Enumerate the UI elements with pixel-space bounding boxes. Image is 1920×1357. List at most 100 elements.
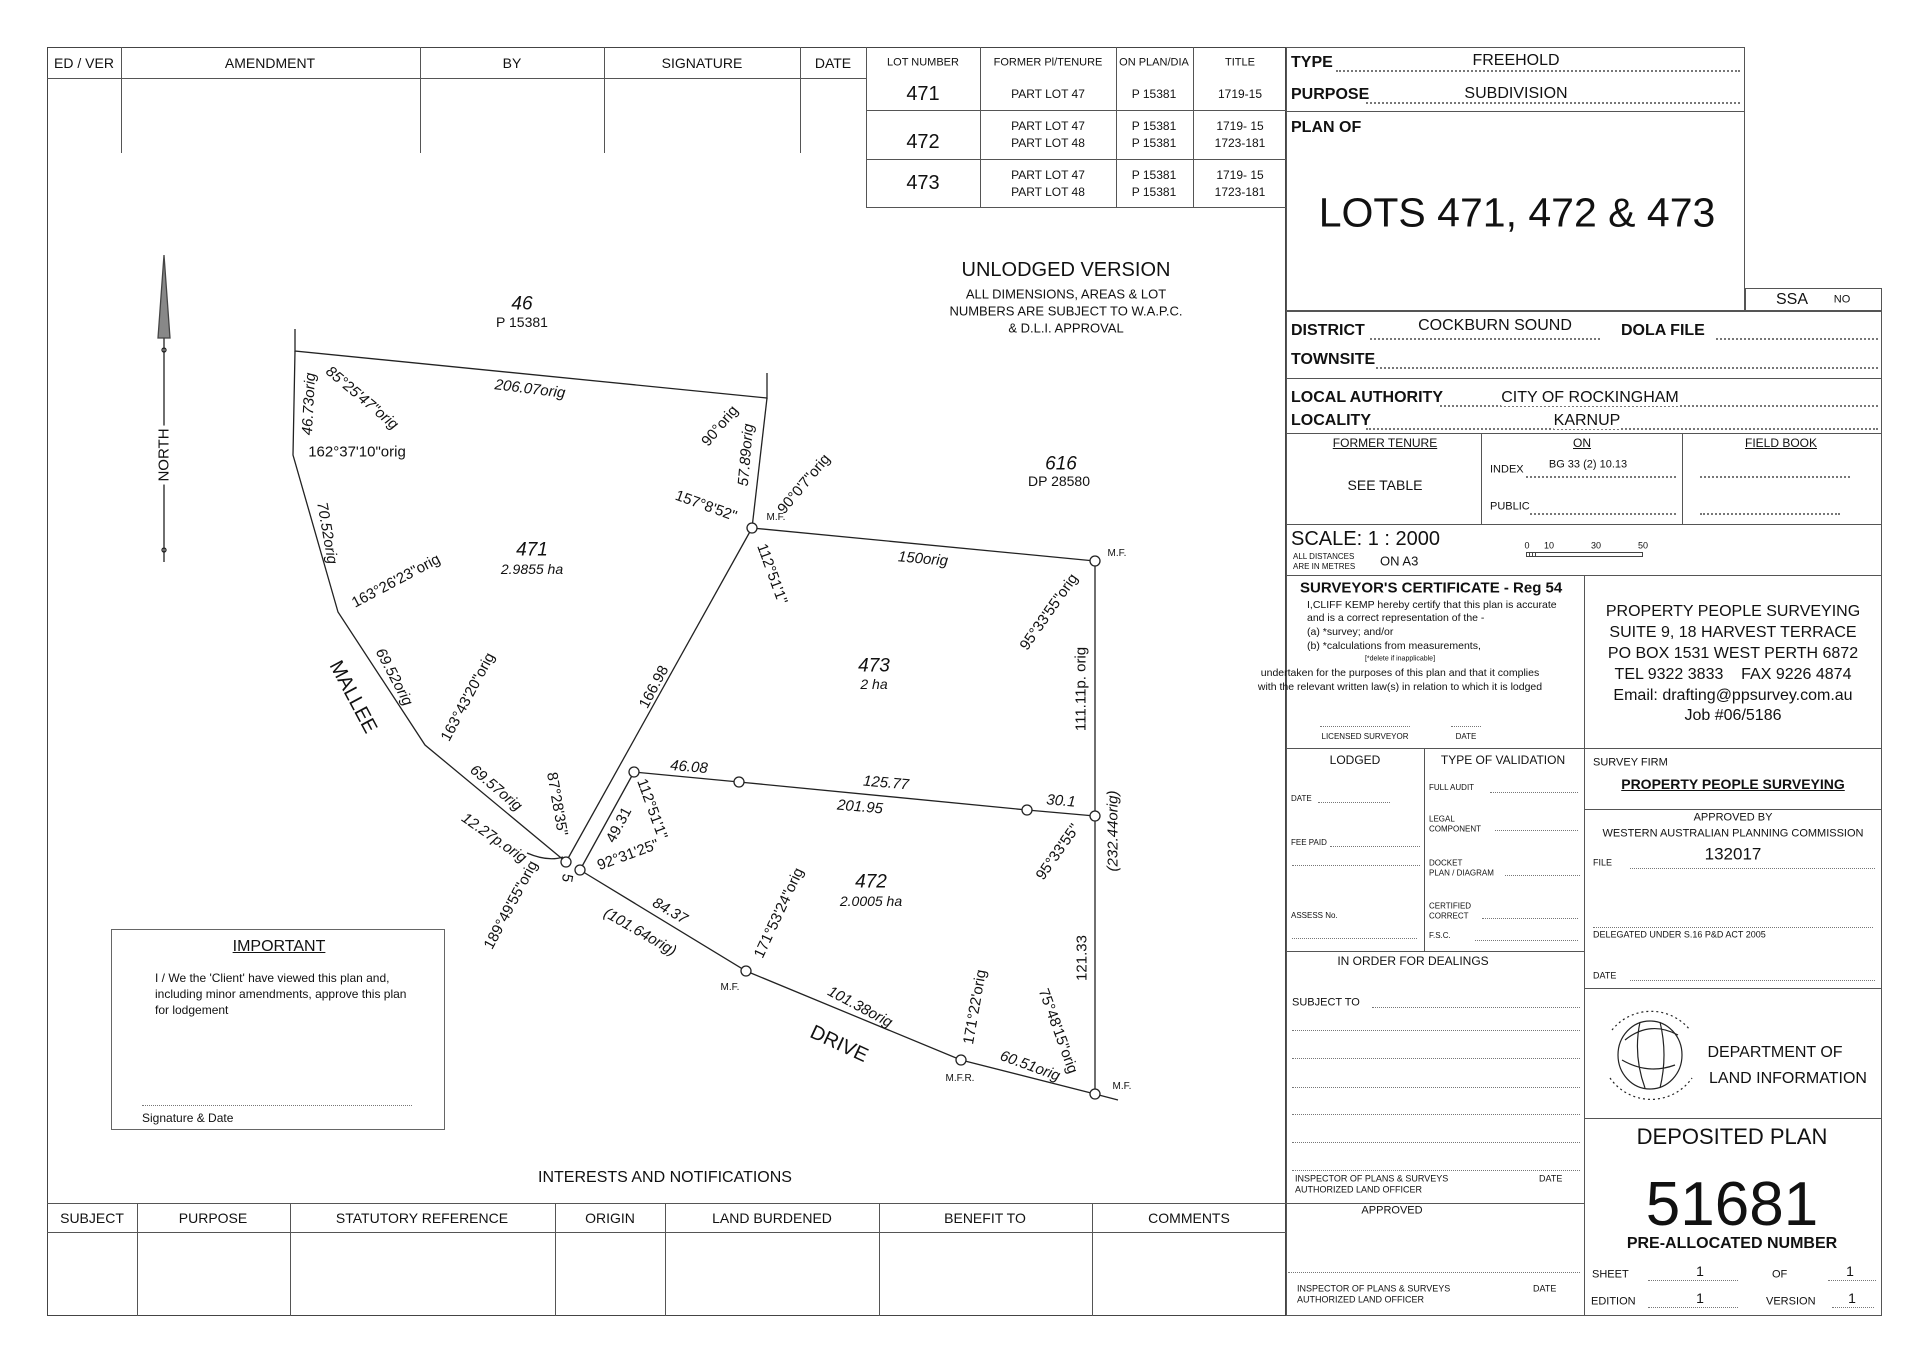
arc-corner xyxy=(526,852,564,860)
ssa-value: NO xyxy=(1833,293,1851,306)
boundary-166-98 xyxy=(565,527,753,863)
former-tenure: PART LOT 47 xyxy=(1011,119,1085,133)
purpose-value: SUBDIVISION xyxy=(1464,85,1568,102)
public-label: PUBLIC xyxy=(1490,500,1530,513)
district-label: DISTRICT xyxy=(1291,322,1365,339)
header-land-burdened: LAND BURDENED xyxy=(712,1210,832,1226)
dola-file-label: DOLA FILE xyxy=(1621,322,1705,339)
file-number: 132017 xyxy=(1704,844,1762,864)
scale-tick: 10 xyxy=(1543,540,1555,551)
survey-mark xyxy=(1089,810,1101,822)
version-value: 1 xyxy=(1848,1290,1856,1306)
field-book-label: FIELD BOOK xyxy=(1744,436,1818,450)
unlodged-line: ALL DIMENSIONS, AREAS & LOT xyxy=(965,286,1167,302)
plan-of-label: PLAN OF xyxy=(1291,119,1362,136)
unlodged-title: UNLODGED VERSION xyxy=(961,259,1171,281)
dimension-label: 46.08 xyxy=(669,756,709,778)
lodged-label: LODGED xyxy=(1329,753,1381,767)
angle-label: 162°37'10"orig xyxy=(308,443,406,461)
former-tenure: PART LOT 47 xyxy=(1011,87,1085,101)
survey-mark xyxy=(746,522,758,534)
sheet-value: 1 xyxy=(1696,1263,1704,1279)
important-text: for lodgement xyxy=(155,1003,229,1017)
distances-note: ALL DISTANCES xyxy=(1293,552,1355,561)
delegated-label: DELEGATED UNDER S.16 P&D ACT 2005 xyxy=(1593,929,1766,940)
job-number: Job #06/5186 xyxy=(1684,707,1782,724)
title: 1719- 15 xyxy=(1216,168,1264,182)
edition-value: 1 xyxy=(1696,1290,1704,1306)
scale-tick: 0 xyxy=(1524,540,1530,551)
lot-number: 473 xyxy=(906,172,940,194)
survey-firm-value: PROPERTY PEOPLE SURVEYING xyxy=(1621,776,1845,792)
firm-line: PROPERTY PEOPLE SURVEYING xyxy=(1605,603,1861,620)
interests-title: INTERESTS AND NOTIFICATIONS xyxy=(538,1169,792,1186)
boundary-lot-46 xyxy=(294,329,768,399)
certificate-text: with the relevant written law(s) in rela… xyxy=(1257,680,1543,693)
dimension-label: 201.95 xyxy=(836,796,884,818)
approved-label: APPROVED xyxy=(1361,1204,1423,1217)
mark-type-label: M.F. xyxy=(720,982,740,993)
survey-mark xyxy=(740,965,752,977)
certificate-date-label: DATE xyxy=(1455,732,1477,741)
on-plan: P 15381 xyxy=(1131,87,1177,101)
on-plan: P 15381 xyxy=(1131,136,1177,150)
survey-mark xyxy=(1089,1088,1101,1100)
validation-field: FULL AUDIT xyxy=(1429,783,1475,792)
lot-number-46: 46 xyxy=(511,293,533,315)
boundary-49-31 xyxy=(579,771,635,871)
validation-field: DOCKET PLAN / DIAGRAM xyxy=(1429,858,1494,877)
scale-tick: 30 xyxy=(1590,540,1602,551)
firm-line: TEL 9322 3833 FAX 9226 4874 xyxy=(1614,666,1852,683)
of-value: 1 xyxy=(1846,1263,1854,1279)
dimension-label: 125.77 xyxy=(862,772,910,794)
of-label: OF xyxy=(1772,1268,1788,1281)
licensed-surveyor-label: LICENSED SURVEYOR xyxy=(1321,732,1409,741)
mark-type-label: M.F. xyxy=(766,512,786,523)
department-name: LAND INFORMATION xyxy=(1709,1070,1867,1087)
lot-number-616: 616 xyxy=(1045,453,1077,475)
dealings-label: IN ORDER FOR DEALINGS xyxy=(1337,954,1489,968)
firm-line: SUITE 9, 18 HARVEST TERRACE xyxy=(1609,624,1857,641)
former-tenure: PART LOT 47 xyxy=(1011,168,1085,182)
inspector-label: INSPECTOR OF PLANS & SURVEYS xyxy=(1297,1283,1451,1294)
wapc-label: WESTERN AUSTRALIAN PLANNING COMMISSION xyxy=(1602,827,1864,840)
survey-firm-label: SURVEY FIRM xyxy=(1593,756,1668,769)
unlodged-line: NUMBERS ARE SUBJECT TO W.A.P.C. xyxy=(949,303,1183,319)
locality-value: KARNUP xyxy=(1553,412,1621,429)
fee-paid-label: FEE PAID xyxy=(1291,838,1327,847)
survey-mark xyxy=(560,856,572,868)
header-purpose: PURPOSE xyxy=(178,1210,248,1226)
certificate-note: [*delete if inapplicable] xyxy=(1364,655,1436,663)
survey-mark xyxy=(733,776,745,788)
plan-frame xyxy=(47,47,1286,1316)
survey-mark xyxy=(1089,555,1101,567)
edition-label: EDITION xyxy=(1591,1295,1636,1308)
lot-number-472: 472 xyxy=(855,871,887,893)
version-label: VERSION xyxy=(1766,1295,1816,1308)
lot-number-471: 471 xyxy=(516,539,548,561)
north-arrow-icon xyxy=(157,254,171,339)
index-value: BG 33 (2) 10.13 xyxy=(1548,458,1628,471)
header-signature: SIGNATURE xyxy=(661,55,743,71)
header-on-plan: ON PLAN/DIA xyxy=(1119,56,1189,69)
header-origin: ORIGIN xyxy=(585,1210,635,1226)
header-title: TITLE xyxy=(1225,56,1255,69)
sheet-label: SHEET xyxy=(1592,1268,1629,1281)
inspector-label: INSPECTOR OF PLANS & SURVEYS xyxy=(1295,1173,1449,1184)
local-authority-value: CITY OF ROCKINGHAM xyxy=(1501,389,1679,406)
header-date: DATE xyxy=(814,55,852,71)
certificate-text: undertaken for the purposes of this plan… xyxy=(1260,666,1540,679)
header-benefit-to: BENEFIT TO xyxy=(944,1210,1026,1226)
purpose-label: PURPOSE xyxy=(1291,86,1370,103)
inspector-label: AUTHORIZED LAND OFFICER xyxy=(1297,1294,1425,1305)
important-title: IMPORTANT xyxy=(232,938,326,955)
header-amendment: AMENDMENT xyxy=(224,55,316,71)
type-label: TYPE xyxy=(1291,54,1333,71)
former-tenure-label: FORMER TENURE xyxy=(1332,436,1438,450)
approved-by-label: APPROVED BY xyxy=(1693,811,1773,824)
former-tenure: PART LOT 48 xyxy=(1011,185,1085,199)
boundary-west xyxy=(292,350,567,863)
on-plan: P 15381 xyxy=(1131,168,1177,182)
plan-of-title: LOTS 471, 472 & 473 xyxy=(1318,189,1716,236)
lot-plan-46: P 15381 xyxy=(496,314,548,330)
